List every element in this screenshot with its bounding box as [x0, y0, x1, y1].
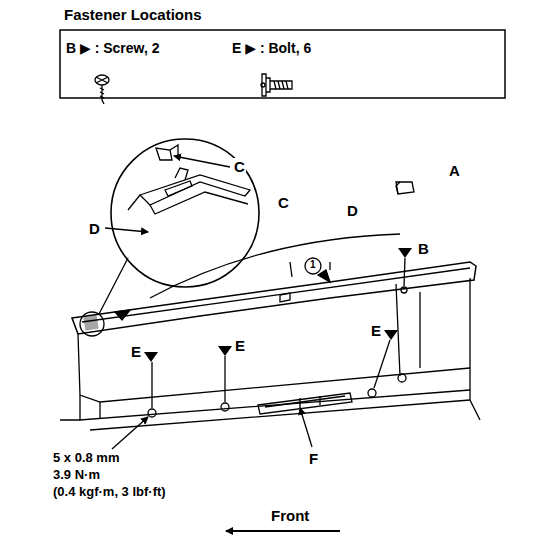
part-letter: D [346, 202, 359, 219]
fastener-letter: E [130, 343, 142, 360]
torque-text: (0.4 kgf·m, 3 lbf·ft) [52, 485, 167, 500]
torque-text: 3.9 N·m [52, 468, 101, 483]
part-letter: C [233, 158, 246, 175]
fastener-letter: B [417, 240, 430, 257]
direction-label: Front [270, 507, 310, 524]
legend-entry: B ▶ : Screw, 2 [66, 40, 160, 56]
legend-entry: E ▶ : Bolt, 6 [232, 40, 311, 56]
title: Fastener Locations [64, 6, 202, 23]
part-letter: D [88, 220, 101, 237]
dimension-text: 5 x 0.8 mm [52, 451, 121, 466]
callout-number: 1 [309, 259, 317, 271]
fastener-letter: E [370, 322, 382, 339]
part-letter: F [308, 450, 319, 467]
fastener-letter: E [234, 337, 246, 354]
part-letter: A [448, 162, 461, 179]
part-letter: C [277, 194, 290, 211]
